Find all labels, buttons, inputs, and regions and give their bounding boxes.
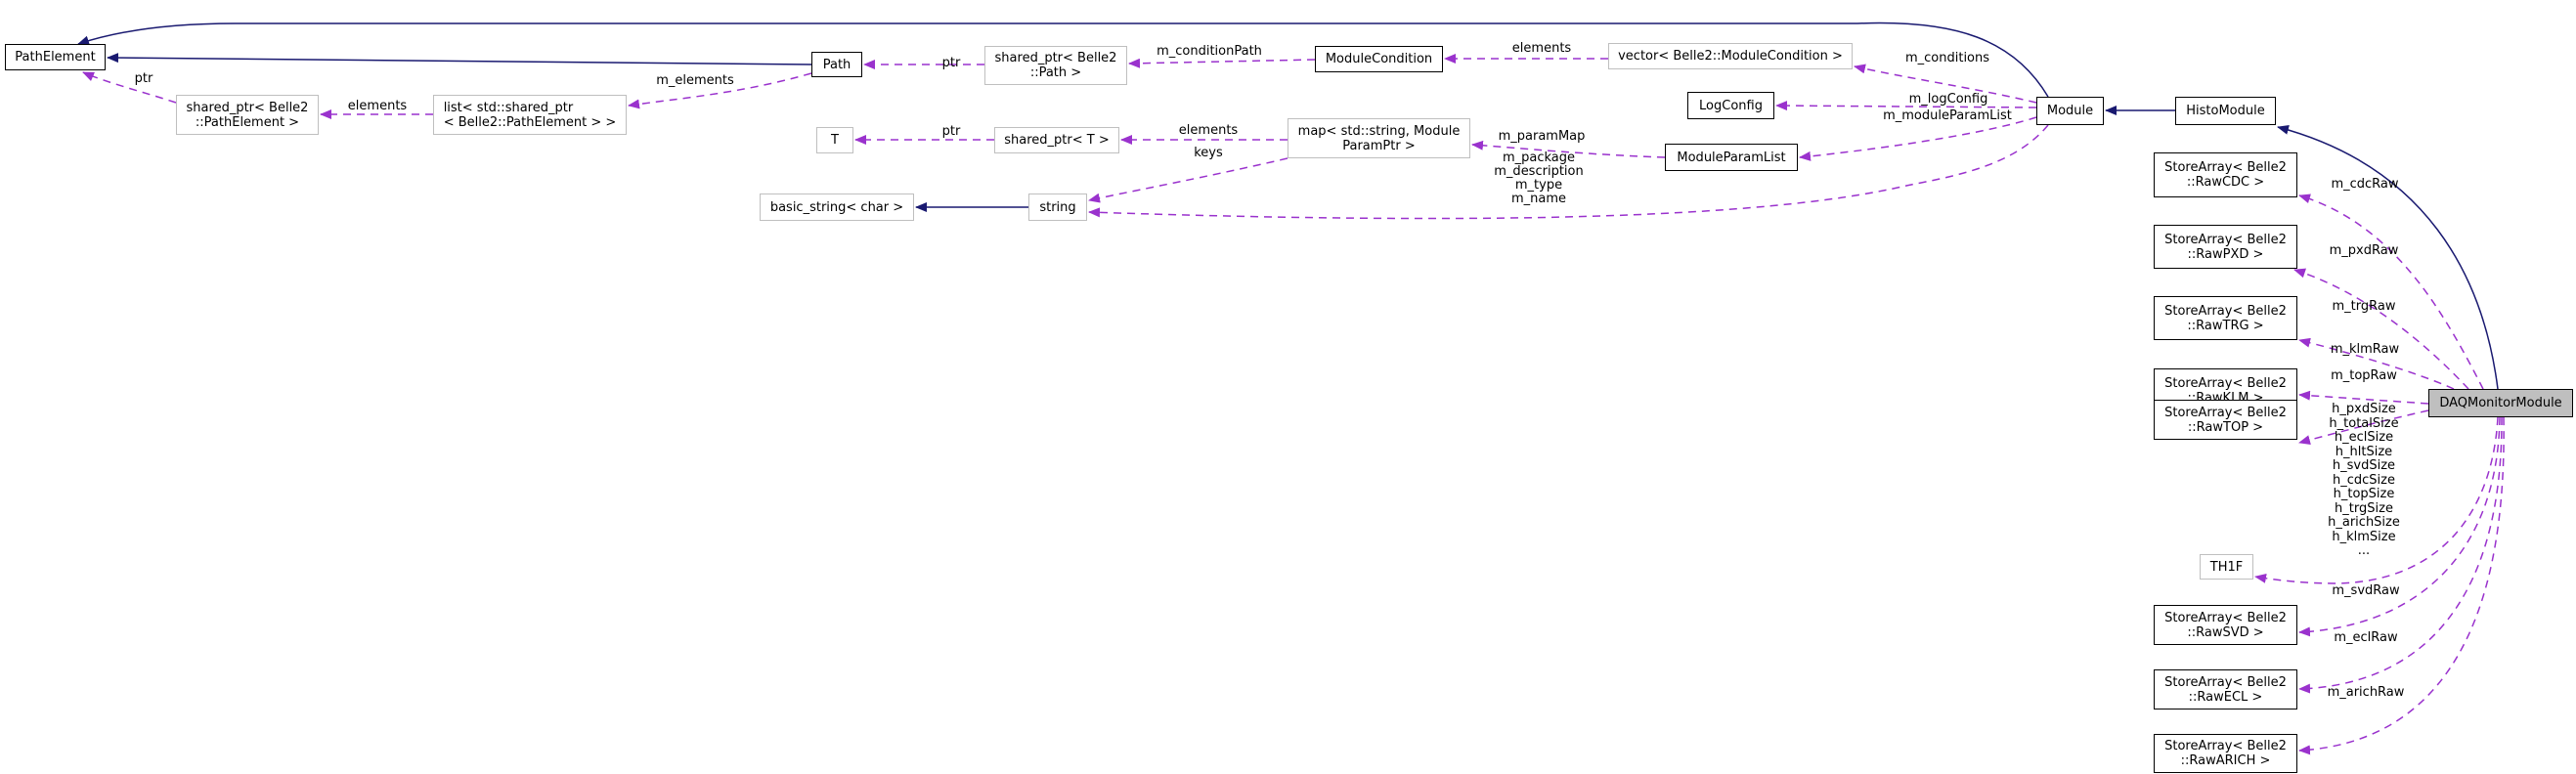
label-m-elements: m_elements: [656, 73, 734, 88]
edge-path-m-elements: [628, 72, 812, 109]
label-m-top-raw: m_topRaw: [2331, 368, 2397, 383]
node-module-param-list[interactable]: ModuleParamList: [1665, 144, 1798, 171]
label-m-pxd-raw: m_pxdRaw: [2329, 243, 2399, 258]
label-m-trg-raw: m_trgRaw: [2332, 299, 2396, 314]
node-vector-module-condition: vector< Belle2::ModuleCondition >: [1608, 43, 1853, 69]
edge-module-conditions: [1854, 64, 2037, 104]
node-store-array-svd[interactable]: StoreArray< Belle2 ::RawSVD >: [2154, 605, 2297, 645]
label-m-klm-raw: m_klmRaw: [2330, 342, 2400, 357]
edge-daq-th1f: [2254, 416, 2499, 584]
edge-daq-pxd: [2293, 268, 2469, 390]
label-m-conditions: m_conditions: [1904, 51, 1990, 65]
edge-map-keys: [1088, 157, 1288, 203]
edge-module-logconfig: [1775, 101, 2037, 111]
label-module-strings: m_package m_description m_type m_name: [1494, 150, 1584, 206]
label-m-ecl-raw: m_eclRaw: [2334, 630, 2398, 645]
label-m-arich-raw: m_arichRaw: [2327, 685, 2405, 700]
label-histograms: h_pxdSize h_totalSize h_eclSize h_hltSiz…: [2328, 402, 2400, 558]
node-store-array-cdc[interactable]: StoreArray< Belle2 ::RawCDC >: [2154, 152, 2297, 197]
edge-module-strings: [1088, 124, 2049, 220]
edge-sharedptr-pathelement-ptr: [82, 71, 177, 104]
edge-paramlist-parammap: [1471, 140, 1666, 158]
label-m-svd-raw: m_svdRaw: [2332, 583, 2400, 598]
node-shared-ptr-path: shared_ptr< Belle2 ::Path >: [984, 46, 1127, 85]
node-daq-monitor-module[interactable]: DAQMonitorModule: [2428, 389, 2573, 417]
node-store-array-pxd[interactable]: StoreArray< Belle2 ::RawPXD >: [2154, 225, 2297, 269]
label-m-log-config: m_logConfig: [1908, 92, 1988, 107]
edge-daq-ecl: [2298, 416, 2503, 694]
edge-path-to-pathelement-inherit: [107, 53, 812, 65]
node-path[interactable]: Path: [811, 52, 862, 77]
edge-daq-top: [2298, 409, 2429, 445]
node-basic-string: basic_string< char >: [760, 194, 914, 221]
node-shared-ptr-path-element: shared_ptr< Belle2 ::PathElement >: [176, 95, 319, 135]
label-ptr-t: ptr: [941, 124, 961, 139]
label-ptr-path: ptr: [941, 56, 961, 70]
node-module[interactable]: Module: [2036, 97, 2104, 125]
edge-module-to-pathelement-inherit: [77, 22, 2049, 98]
edge-daq-svd: [2298, 416, 2501, 637]
label-m-param-map: m_paramMap: [1498, 129, 1586, 144]
edge-module-paramlist: [1799, 116, 2037, 161]
edge-modulecondition-path: [1128, 58, 1316, 68]
label-elements-list: elements: [347, 99, 408, 113]
node-string: string: [1028, 194, 1087, 221]
node-store-array-arich[interactable]: StoreArray< Belle2 ::RawARICH >: [2154, 734, 2297, 773]
node-shared-ptr-t: shared_ptr< T >: [994, 127, 1119, 153]
edge-daq-trg: [2298, 337, 2455, 390]
label-keys: keys: [1194, 146, 1223, 160]
label-elements-map: elements: [1178, 123, 1239, 138]
node-th1f: TH1F: [2200, 554, 2253, 580]
node-path-element[interactable]: PathElement: [5, 44, 106, 70]
node-t: T: [816, 127, 853, 153]
node-log-config[interactable]: LogConfig: [1687, 92, 1774, 119]
node-module-condition[interactable]: ModuleCondition: [1315, 46, 1443, 72]
label-ptr-path-element: ptr: [134, 71, 153, 86]
edge-daq-cdc: [2298, 194, 2484, 390]
edge-daq-to-histomodule-inherit: [2277, 125, 2499, 390]
label-m-condition-path: m_conditionPath: [1157, 44, 1262, 59]
label-m-cdc-raw: m_cdcRaw: [2331, 177, 2399, 192]
node-store-array-top[interactable]: StoreArray< Belle2 ::RawTOP >: [2154, 400, 2297, 440]
node-store-array-trg[interactable]: StoreArray< Belle2 ::RawTRG >: [2154, 296, 2297, 340]
node-histo-module[interactable]: HistoModule: [2175, 97, 2276, 125]
node-list-shared-ptr: list< std::shared_ptr < Belle2::PathElem…: [433, 95, 627, 135]
label-m-module-param-list: m_moduleParamList: [1883, 108, 2012, 123]
edge-daq-arich: [2298, 416, 2505, 755]
label-elements-vector: elements: [1511, 41, 1572, 56]
node-store-array-ecl[interactable]: StoreArray< Belle2 ::RawECL >: [2154, 669, 2297, 710]
node-map-param: map< std::string, Module ParamPtr >: [1288, 118, 1470, 158]
